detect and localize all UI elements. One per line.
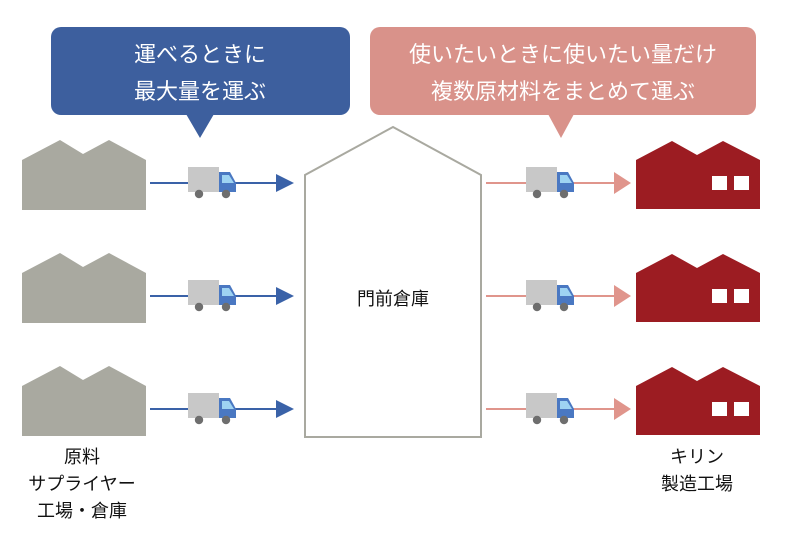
callout-left-line-1: 運べるときに: [134, 43, 266, 68]
callout-left: 運べるときに 最大量を運ぶ: [51, 27, 350, 138]
flow-row: [22, 366, 760, 436]
truck-wheel: [559, 415, 569, 425]
truck-wheel: [221, 302, 231, 312]
supplier-label-line-1: 原料: [64, 447, 100, 468]
warehouse-icon: [22, 253, 146, 323]
center-warehouse-label: 門前倉庫: [357, 289, 429, 310]
truck-wheel: [221, 189, 231, 199]
flow-row: [22, 253, 760, 323]
truck-wheel: [194, 302, 204, 312]
callout-right-box: [370, 27, 756, 115]
arrow-right-icon: [614, 285, 631, 307]
arrow-right-icon: [614, 172, 631, 194]
supplier-label: 原料 サプライヤー 工場・倉庫: [28, 447, 135, 522]
truck-wheel: [194, 415, 204, 425]
truck-cargo: [188, 167, 219, 192]
supplier-label-line-3: 工場・倉庫: [37, 501, 127, 522]
supplier-label-line-2: サプライヤー: [28, 474, 135, 495]
truck-window: [560, 401, 572, 409]
factory-label-line-2: 製造工場: [661, 474, 733, 495]
callout-right: 使いたいときに使いたい量だけ 複数原材料をまとめて運ぶ: [370, 27, 756, 138]
factory-window: [734, 289, 749, 303]
truck-window: [560, 175, 572, 183]
arrow-right-icon: [614, 398, 631, 420]
factory-window: [712, 289, 727, 303]
warehouse-icon: [22, 366, 146, 436]
truck-window: [222, 288, 234, 296]
factory-window: [712, 402, 727, 416]
truck-cargo: [526, 393, 557, 418]
callout-right-line-2: 複数原材料をまとめて運ぶ: [431, 80, 695, 105]
factory-label: キリン 製造工場: [661, 447, 733, 495]
truck-wheel: [194, 189, 204, 199]
truck-icon: [526, 280, 574, 312]
callout-right-tail: [548, 114, 574, 138]
center-warehouse-outline: [304, 125, 482, 438]
truck-cargo: [188, 280, 219, 305]
truck-icon: [526, 167, 574, 199]
factory-icon: [636, 141, 760, 209]
factory-window: [712, 176, 727, 190]
truck-wheel: [532, 189, 542, 199]
truck-icon: [188, 393, 236, 425]
truck-window: [222, 401, 234, 409]
factory-icon: [636, 367, 760, 435]
callout-right-line-1: 使いたいときに使いたい量だけ: [409, 43, 717, 68]
factory-window: [734, 402, 749, 416]
truck-wheel: [532, 415, 542, 425]
factory-icon: [636, 254, 760, 322]
truck-wheel: [559, 302, 569, 312]
truck-icon: [526, 393, 574, 425]
factory-window: [734, 176, 749, 190]
truck-cargo: [526, 280, 557, 305]
flow-rows: [22, 140, 760, 436]
truck-wheel: [532, 302, 542, 312]
truck-icon: [188, 167, 236, 199]
truck-icon: [188, 280, 236, 312]
truck-window: [560, 288, 572, 296]
arrow-right-icon: [276, 174, 294, 192]
flow-row: [22, 140, 760, 210]
callout-left-box: [51, 27, 350, 115]
truck-cargo: [188, 393, 219, 418]
truck-window: [222, 175, 234, 183]
center-warehouse: 門前倉庫: [304, 125, 482, 438]
callout-left-tail: [186, 114, 214, 138]
arrow-right-icon: [276, 287, 294, 305]
warehouse-icon: [22, 140, 146, 210]
truck-cargo: [526, 167, 557, 192]
callout-left-line-2: 最大量を運ぶ: [134, 80, 266, 105]
arrow-right-icon: [276, 400, 294, 418]
truck-wheel: [559, 189, 569, 199]
truck-wheel: [221, 415, 231, 425]
factory-label-line-1: キリン: [670, 447, 724, 468]
